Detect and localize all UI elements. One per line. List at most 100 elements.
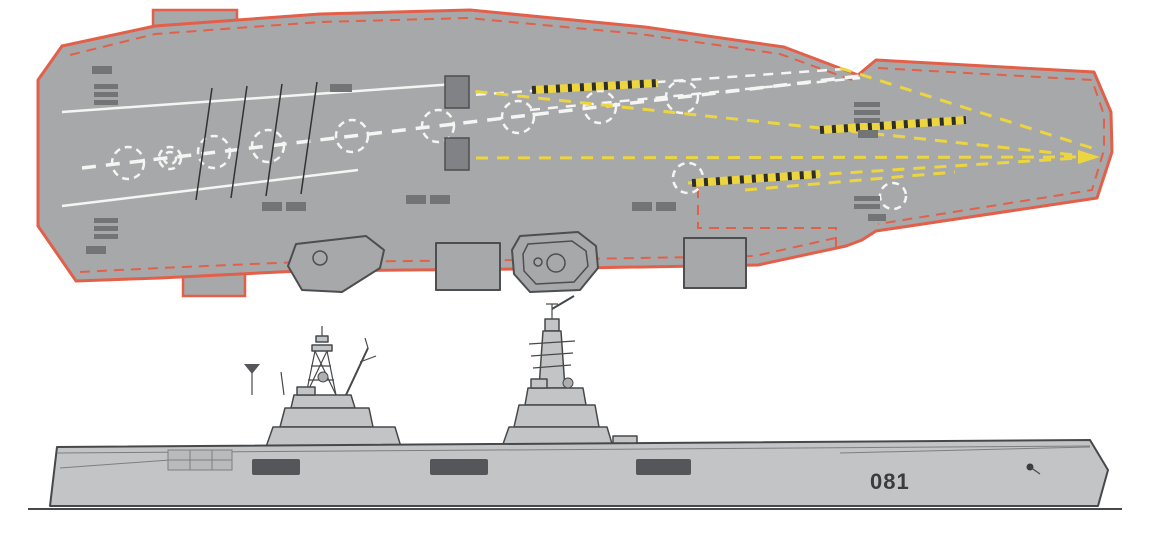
- side-view: 081: [28, 295, 1122, 510]
- sensor-dome: [562, 377, 574, 389]
- safety-line: [79, 236, 841, 273]
- mast-top-box: [544, 318, 560, 332]
- antenna-arm: [551, 295, 575, 310]
- mast-platform: [311, 344, 333, 352]
- island-tier: [513, 404, 600, 428]
- hull-opening: [252, 459, 300, 475]
- deck-safety-lines: [69, 16, 1105, 273]
- top-view: [36, 8, 1114, 298]
- equipment-block: [854, 196, 880, 201]
- deck-line: [59, 459, 171, 469]
- equipment-block: [632, 202, 652, 211]
- equipment-block: [94, 218, 118, 223]
- catapult-track-hatch: [531, 79, 659, 94]
- equipment-block: [286, 202, 306, 211]
- equipment-block: [86, 246, 106, 254]
- hull-number: 081: [870, 469, 910, 494]
- equipment-block: [406, 195, 426, 204]
- equipment-block: [94, 100, 118, 105]
- equipment-block: [92, 66, 112, 74]
- equipment-block: [430, 195, 450, 204]
- mast-yard: [528, 340, 576, 345]
- helicopter-spot: [196, 134, 232, 170]
- arresting-wire: [230, 85, 248, 199]
- safety-line: [877, 67, 1105, 225]
- anchor-line: [1029, 466, 1041, 475]
- launch-line: [461, 88, 1094, 159]
- equipment-block: [854, 110, 880, 115]
- island-tier: [279, 407, 374, 428]
- arresting-wire: [300, 81, 318, 195]
- deck-structures: [287, 231, 747, 293]
- approach-line: [457, 66, 859, 98]
- aircraft-elevator: [683, 237, 747, 289]
- island-box: [530, 378, 548, 389]
- equipment-block: [854, 102, 880, 107]
- helicopter-spot: [582, 89, 618, 125]
- landing-strip: [61, 66, 861, 208]
- equipment-block: [262, 202, 282, 211]
- lattice-mast: [305, 326, 337, 396]
- equipment-block: [854, 118, 880, 123]
- island-inner-plan: [522, 240, 589, 285]
- hull-opening: [636, 459, 691, 475]
- catapult-track-hatch: [819, 116, 967, 134]
- mast-yard: [359, 355, 377, 363]
- equipment-block: [656, 202, 676, 211]
- funnel-plan: [533, 257, 543, 267]
- equipment-block: [330, 84, 352, 92]
- aircraft-elevator: [435, 242, 501, 291]
- helicopter-spot: [420, 108, 456, 144]
- antenna: [280, 371, 285, 396]
- helicopter-spot: [162, 150, 178, 166]
- jet-blast-deflector: [444, 75, 470, 109]
- launch-line: [839, 66, 1093, 150]
- equipment-block: [868, 214, 886, 221]
- stern-panel: [167, 449, 233, 471]
- arresting-wire: [265, 83, 283, 197]
- mast-yard: [532, 364, 572, 369]
- arresting-wire: [195, 87, 213, 201]
- aft-island: [244, 326, 402, 448]
- helicopter-spot: [250, 128, 286, 164]
- equipment-block: [854, 204, 880, 209]
- equipment-block: [94, 92, 118, 97]
- arresting-wires: [195, 81, 318, 201]
- equipment-block: [858, 130, 878, 138]
- runway-edge-line: [61, 168, 359, 208]
- radar-antenna: [315, 335, 329, 343]
- safety-line: [69, 16, 853, 81]
- aft-island-plan: [287, 235, 385, 293]
- funnel-plan: [546, 253, 566, 273]
- catapult-tracks: [531, 79, 967, 187]
- equipment-block: [94, 84, 118, 89]
- bow-arrow-marking: [1078, 150, 1100, 164]
- mast-yard: [530, 352, 574, 357]
- catapult-track: [691, 170, 821, 187]
- helicopter-spot: [664, 79, 700, 115]
- radar-dish-icon: [244, 364, 260, 374]
- equipment-block: [94, 226, 118, 231]
- helicopter-spot: [157, 145, 183, 171]
- hull-opening: [430, 459, 488, 475]
- forward-island-plan: [511, 231, 599, 293]
- deck-equipment: [86, 66, 886, 254]
- hull-profile: [49, 439, 1109, 507]
- helicopter-spot: [334, 118, 370, 154]
- equipment-block: [94, 234, 118, 239]
- island-tier: [524, 387, 587, 406]
- sensor-dome: [317, 371, 329, 383]
- launch-line: [744, 170, 956, 192]
- antenna: [364, 337, 369, 349]
- forward-island: [501, 295, 638, 448]
- island-box: [296, 386, 316, 396]
- helicopter-spots: [110, 79, 908, 211]
- mast-strut: [326, 350, 337, 396]
- mast-pole: [345, 347, 369, 396]
- helicopter-spot: [110, 145, 146, 181]
- jet-blast-deflector: [444, 137, 470, 171]
- deck-line: [839, 446, 1091, 454]
- launch-line: [454, 155, 1094, 160]
